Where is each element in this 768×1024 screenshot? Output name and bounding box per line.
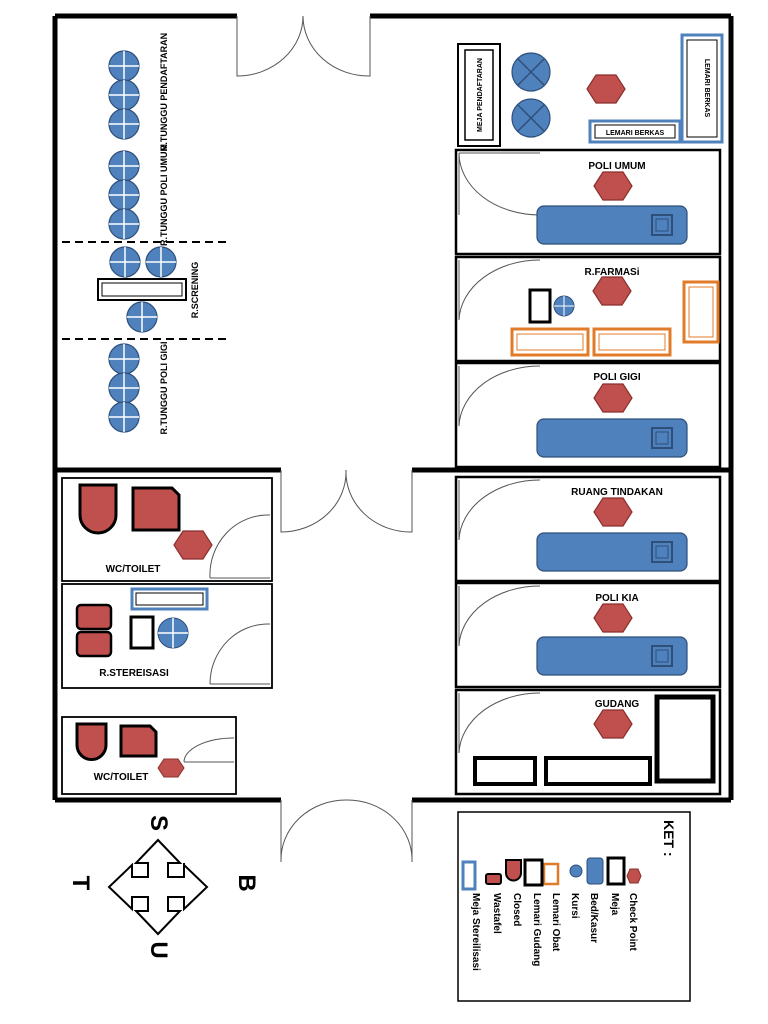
label-wc-toilet-1: WC/TOILET <box>106 564 161 575</box>
room-poli-kia: POLI KIA <box>454 581 722 689</box>
room-wc-toilet-1: WC/TOILET <box>61 477 273 582</box>
legend-icon-kursi <box>569 864 583 878</box>
label-r-stereisasi: R.STEREISASI <box>99 668 169 679</box>
label-r-tunggu-pendaftaran: R.TUNGGU PENDAFTARAN <box>159 33 169 151</box>
legend-label-lemari-obat: Lemari Obat <box>550 893 561 952</box>
waiting-chairs-pendaftaran <box>108 50 140 140</box>
waiting-area-dividers <box>62 241 230 340</box>
legend-label-meja-sterilisasi: Meja Stereilisasi <box>470 893 481 971</box>
legend-label-meja: Meja <box>609 893 620 916</box>
waiting-chairs-poli-umum <box>108 150 140 240</box>
room-gudang: GUDANG <box>454 688 722 796</box>
legend-label-kursi: Kursi <box>569 893 580 919</box>
label-meja-pendaftaran: MEJA PENDAFTARAN <box>477 58 484 132</box>
compass-west: B <box>233 874 260 891</box>
outer-walls <box>52 13 734 803</box>
compass-north: U <box>145 941 172 958</box>
screening-area <box>97 246 187 333</box>
legend-label-check-point: Check Point <box>627 893 638 951</box>
label-poli-gigi: POLI GIGI <box>593 372 640 383</box>
label-ruang-tindakan: RUANG TINDAKAN <box>571 487 663 498</box>
legend-icon-lemari-gudang <box>523 858 544 887</box>
compass-east: T <box>67 876 94 891</box>
label-r-screning: R.SCRENING <box>190 262 200 319</box>
legend-icon-wastafel <box>485 873 502 885</box>
label-poli-kia: POLI KIA <box>595 593 638 604</box>
legend-icon-bed <box>586 857 604 885</box>
label-r-tunggu-poli-umum: R.TUNGGU POLI UMUM <box>159 144 169 246</box>
compass-rose: S B T U <box>67 815 260 959</box>
label-wc-toilet-2: WC/TOILET <box>94 772 149 783</box>
room-r-farmasi: R.FARMASi <box>454 255 722 363</box>
legend-label-bed-kasur: Bed/Kasur <box>588 893 599 943</box>
compass-south: S <box>145 815 172 831</box>
label-r-farmasi: R.FARMASi <box>585 267 640 278</box>
legend-icon-check-point <box>626 868 642 884</box>
legend-label-closed: Closed <box>511 893 522 926</box>
room-poli-gigi: POLI GIGI <box>454 361 722 469</box>
back-door <box>280 799 413 863</box>
label-gudang: GUDANG <box>595 699 640 710</box>
label-lemari-berkas-horizontal: LEMARI BERKAS <box>606 130 665 137</box>
middle-door <box>280 469 413 533</box>
legend-label-wastafel: Wastafel <box>491 893 502 934</box>
legend-title: KET : <box>661 820 677 857</box>
legend-icon-lemari-obat <box>542 862 560 886</box>
legend-icon-meja-sterilisasi <box>461 860 477 891</box>
label-poli-umum: POLI UMUM <box>588 161 645 172</box>
label-r-tunggu-poli-gigi: R.TUNGGU POLI GIGI <box>159 341 169 434</box>
legend: KET : Check Point Meja Bed/Kasur Kursi L… <box>457 811 691 1002</box>
main-entrance-door <box>236 15 371 77</box>
waiting-chairs-poli-gigi <box>108 343 140 433</box>
room-wc-toilet-2: WC/TOILET <box>61 716 237 795</box>
legend-label-lemari-gudang: Lemari Gudang <box>531 893 542 966</box>
room-r-stereisasi: R.STEREISASI <box>61 583 273 689</box>
legend-icon-closed <box>505 859 522 882</box>
legend-icon-meja <box>606 856 626 886</box>
room-ruang-tindakan: RUANG TINDAKAN <box>454 475 722 583</box>
registration-area: MEJA PENDAFTARAN LEMARI BERKAS LEMARI BE… <box>457 33 724 147</box>
label-lemari-berkas-vertical: LEMARI BERKAS <box>703 59 710 118</box>
room-poli-umum: POLI UMUM <box>454 148 722 256</box>
